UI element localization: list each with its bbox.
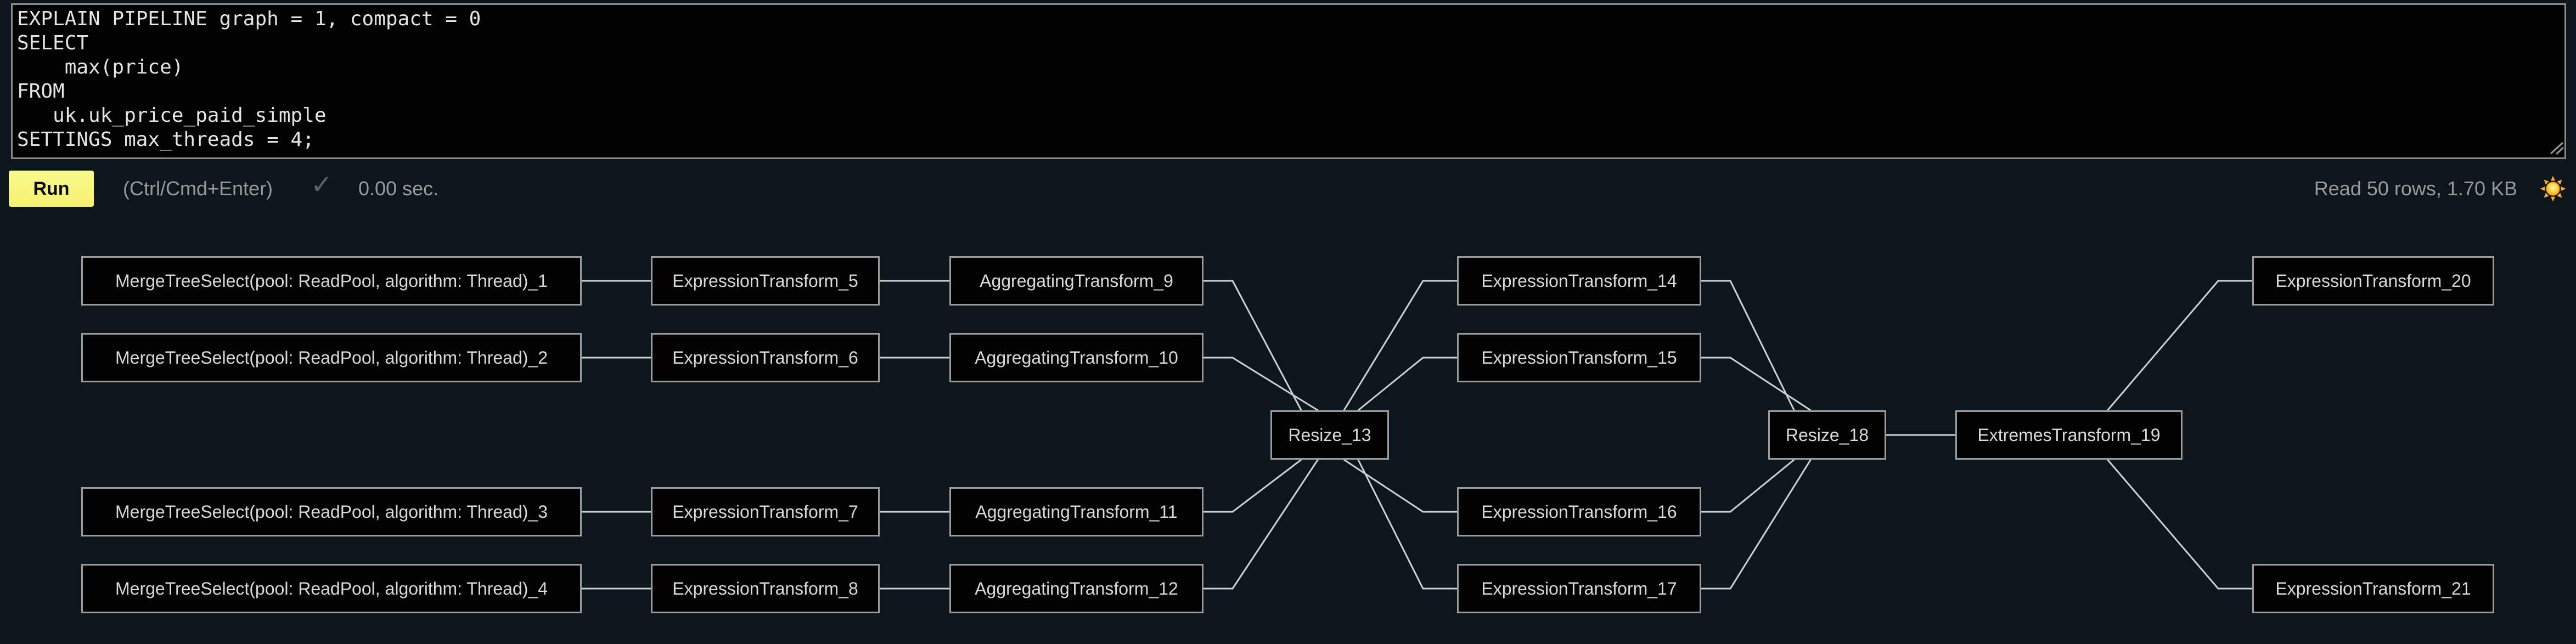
graph-edge [1357,459,1457,590]
graph-node-n2: MergeTreeSelect(pool: ReadPool, algorith… [81,333,582,382]
graph-edge [1701,459,1812,590]
graph-node-n5: ExpressionTransform_5 [651,256,880,306]
graph-node-n3: MergeTreeSelect(pool: ReadPool, algorith… [81,487,582,536]
textarea-resize-grip-icon[interactable] [2547,140,2564,155]
graph-node-n14: ExpressionTransform_14 [1457,256,1701,306]
run-shortcut-hint: (Ctrl/Cmd+Enter) [123,177,273,200]
graph-edge [1701,459,1795,513]
graph-node-n1: MergeTreeSelect(pool: ReadPool, algorith… [81,256,582,306]
rows-read-stats: Read 50 rows, 1.70 KB [2314,177,2517,200]
graph-edge [1357,357,1457,411]
graph-node-n18: Resize_18 [1768,410,1886,460]
graph-edge [1203,459,1319,590]
graph-node-n4: MergeTreeSelect(pool: ReadPool, algorith… [81,564,582,613]
graph-edge [1343,280,1457,411]
graph-node-n9: AggregatingTransform_9 [949,256,1203,306]
sql-editor[interactable]: EXPLAIN PIPELINE graph = 1, compact = 0 … [11,3,2566,159]
graph-node-n20: ExpressionTransform_20 [2252,256,2494,306]
graph-node-n12: AggregatingTransform_12 [949,564,1203,613]
graph-edge [1203,280,1302,411]
graph-edge [1203,357,1319,411]
query-elapsed-time: 0.00 sec. [358,177,439,200]
graph-edge [1343,459,1457,513]
graph-edge [1701,357,1812,411]
success-check-icon: ✓ [311,171,333,200]
graph-node-n19: ExtremesTransform_19 [1955,410,2183,460]
graph-node-n21: ExpressionTransform_21 [2252,564,2494,613]
graph-node-n6: ExpressionTransform_6 [651,333,880,382]
graph-node-n7: ExpressionTransform_7 [651,487,880,536]
graph-edge [2107,280,2252,411]
graph-edge [1701,280,1795,411]
graph-edge [1203,459,1302,513]
graph-edge [2107,459,2252,590]
graph-node-n10: AggregatingTransform_10 [949,333,1203,382]
graph-node-n13: Resize_13 [1270,410,1389,460]
theme-toggle-button[interactable] [2540,176,2566,202]
graph-node-n17: ExpressionTransform_17 [1457,564,1701,613]
run-button[interactable]: Run [9,171,94,207]
graph-node-n16: ExpressionTransform_16 [1457,487,1701,536]
graph-node-n11: AggregatingTransform_11 [949,487,1203,536]
graph-node-n8: ExpressionTransform_8 [651,564,880,613]
sun-icon [2540,176,2566,202]
graph-node-n15: ExpressionTransform_15 [1457,333,1701,382]
